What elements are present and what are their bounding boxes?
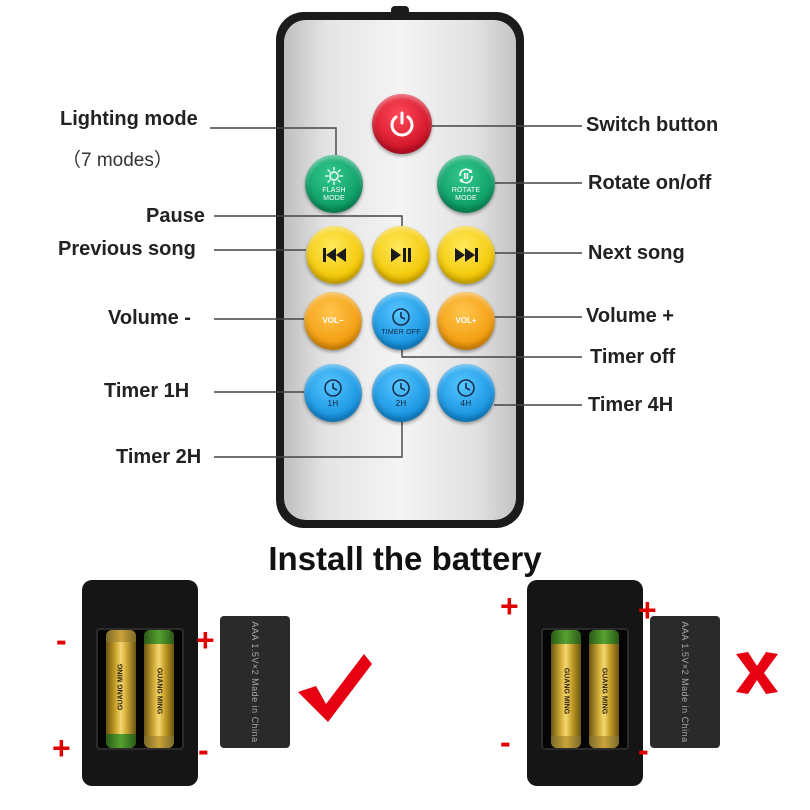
flash-mode-caption-1: FLASH: [322, 186, 346, 194]
battery-left: GUANG MING: [106, 630, 136, 748]
battery-cover-correct: AAA 1.5V×2 Made in China: [220, 616, 290, 748]
next-track-icon: [455, 248, 478, 262]
clock-icon: [392, 379, 410, 397]
battery-label: GUANG MING: [562, 668, 570, 715]
power-icon: [390, 111, 414, 137]
previous-track-icon: [323, 248, 346, 262]
play-pause-button[interactable]: [372, 226, 430, 284]
battery-heading: Install the battery: [268, 540, 542, 577]
cover-text: AAA 1.5V×2 Made in China: [680, 621, 690, 743]
battery-label: GUANG MING: [117, 663, 125, 710]
remote-top-nub: [391, 6, 409, 14]
cover-text: AAA 1.5V×2 Made in China: [250, 621, 260, 743]
flash-mode-button[interactable]: FLASH MODE: [305, 155, 363, 213]
sign-correct-top-right: +: [196, 622, 215, 658]
timer-4h-caption: 4H: [460, 399, 472, 408]
line-timer-2h: [214, 418, 403, 458]
sign-wrong-bottom-right: -: [638, 732, 649, 768]
label-volume-minus: Volume -: [108, 307, 191, 329]
label-previous-song: Previous song: [58, 238, 196, 260]
next-button[interactable]: [437, 226, 495, 284]
timer-off-button[interactable]: TIMER OFF: [372, 292, 430, 350]
timer-1h-caption: 1H: [327, 399, 339, 408]
battery-cover-wrong: AAA 1.5V×2 Made in China: [650, 616, 720, 748]
check-icon: [298, 654, 372, 722]
battery-label: GUANG MING: [155, 668, 163, 715]
line-pause: [214, 215, 403, 228]
line-timer-off: [401, 340, 582, 358]
sign-correct-top-left: -: [56, 622, 67, 658]
timer-2h-caption: 2H: [395, 399, 407, 408]
battery-right: GUANG MING: [144, 630, 174, 748]
power-button[interactable]: [372, 94, 432, 154]
battery-tray-wrong: GUANG MING GUANG MING: [527, 580, 643, 786]
clock-icon: [457, 379, 475, 397]
sign-correct-bottom-left: +: [52, 730, 71, 766]
clock-icon: [392, 307, 410, 326]
sign-correct-bottom-right: -: [198, 732, 209, 768]
battery-right: GUANG MING: [589, 630, 619, 748]
battery-compartment: GUANG MING GUANG MING: [96, 628, 184, 750]
sign-wrong-top-right: +: [638, 592, 657, 628]
rotate-mode-caption-1: ROTATE: [451, 186, 481, 194]
sun-icon: [325, 166, 343, 185]
sign-wrong-bottom-left: -: [500, 724, 511, 760]
clock-icon: [324, 379, 342, 397]
timer-2h-button[interactable]: 2H: [372, 364, 430, 422]
rotate-mode-caption-2: MODE: [455, 194, 477, 202]
previous-button[interactable]: [306, 226, 364, 284]
rotate-pause-icon: [459, 168, 473, 183]
label-seven-modes: （7 modes）: [62, 150, 173, 171]
volume-plus-caption: VOL+: [455, 316, 477, 325]
sign-wrong-top-left: +: [500, 588, 519, 624]
label-volume-plus: Volume +: [586, 305, 674, 327]
battery-label: GUANG MING: [600, 668, 608, 715]
battery-left: GUANG MING: [551, 630, 581, 748]
volume-minus-button[interactable]: VOL−: [304, 292, 362, 350]
label-lighting-mode: Lighting mode: [60, 108, 198, 130]
volume-plus-button[interactable]: VOL+: [437, 292, 495, 350]
label-timer-4h: Timer 4H: [588, 394, 674, 416]
timer-off-caption: TIMER OFF: [381, 328, 421, 336]
battery-tray-correct: GUANG MING GUANG MING: [82, 580, 198, 786]
rotate-mode-button[interactable]: ROTATE MODE: [437, 155, 495, 213]
timer-1h-button[interactable]: 1H: [304, 364, 362, 422]
flash-mode-caption-2: MODE: [323, 194, 345, 202]
label-timer-2h: Timer 2H: [116, 446, 202, 468]
volume-minus-caption: VOL−: [322, 316, 344, 325]
label-switch-button: Switch button: [586, 114, 719, 136]
play-pause-icon: [391, 248, 411, 262]
label-timer-1h: Timer 1H: [104, 380, 190, 402]
label-pause: Pause: [146, 205, 205, 227]
battery-compartment: GUANG MING GUANG MING: [541, 628, 629, 750]
timer-4h-button[interactable]: 4H: [437, 364, 495, 422]
label-next-song: Next song: [588, 242, 685, 264]
label-timer-off: Timer off: [590, 346, 676, 368]
cross-icon: [736, 652, 778, 694]
label-rotate: Rotate on/off: [588, 172, 712, 194]
